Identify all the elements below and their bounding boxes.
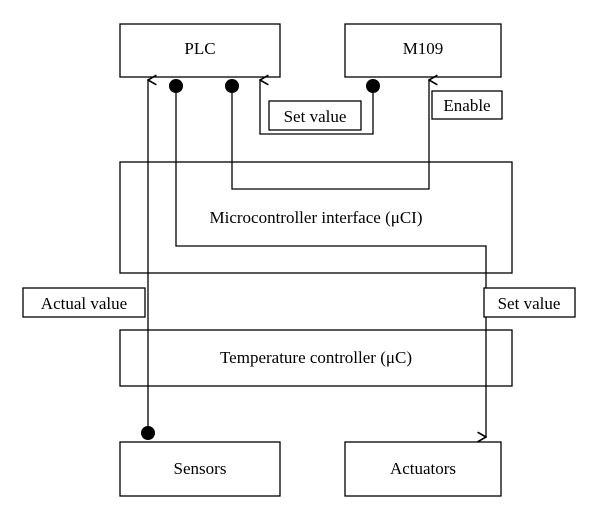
microcontroller-interface-label: Microcontroller interface (μCI) [209, 208, 422, 227]
set-value-line [175, 87, 486, 437]
microcontroller-interface-block: Microcontroller interface (μCI) [119, 161, 513, 274]
set-value-top-label-box: Set value [268, 100, 362, 131]
plc-label: PLC [184, 39, 215, 58]
set-value-right-label-box: Set value [483, 287, 576, 318]
actuators-block: Actuators [344, 441, 502, 497]
m109-setvalue-dot [366, 79, 380, 93]
temperature-controller-label: Temperature controller (μC) [220, 348, 412, 367]
enable-line [231, 80, 429, 190]
plc-setvalue-dot [169, 79, 183, 93]
set-value-top-label: Set value [284, 107, 347, 126]
enable-label-box: Enable [431, 90, 503, 120]
actual-value-label: Actual value [41, 294, 127, 313]
m109-block: M109 [344, 23, 502, 78]
sensors-label: Sensors [174, 459, 227, 478]
temperature-controller-block: Temperature controller (μC) [119, 329, 513, 387]
set-value-loop-line [260, 80, 374, 135]
set-value-right-label: Set value [498, 294, 561, 313]
actual-value-label-box: Actual value [22, 287, 146, 318]
enable-label: Enable [443, 96, 490, 115]
sensors-block: Sensors [119, 441, 281, 497]
actuators-label: Actuators [390, 459, 456, 478]
sensors-connection-dot [141, 426, 155, 440]
plc-enable-dot [225, 79, 239, 93]
m109-label: M109 [403, 39, 444, 58]
plc-block: PLC [119, 23, 281, 78]
